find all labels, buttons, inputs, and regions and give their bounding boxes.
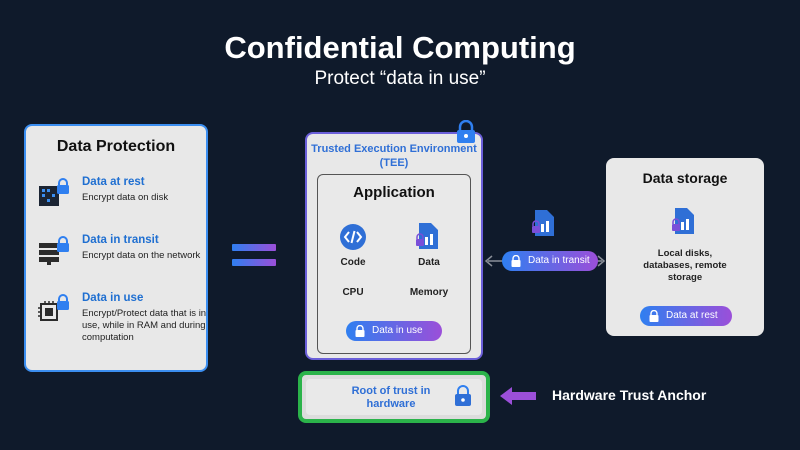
root-of-trust-box: Root of trust in hardware bbox=[298, 371, 490, 423]
tee-heading: Trusted Execution Environment (TEE) bbox=[311, 143, 477, 169]
data-in-transit-pill-label: Data in transit bbox=[528, 255, 590, 266]
data-in-use-title: Data in use bbox=[82, 292, 144, 304]
data-protection-panel: Data Protection Data at rest Encrypt dat… bbox=[24, 124, 208, 372]
root-of-trust-label: Root of trust in hardware bbox=[351, 385, 431, 410]
data-at-rest-title: Data at rest bbox=[82, 176, 145, 188]
memory-label: Memory bbox=[409, 287, 449, 298]
tee-panel: Trusted Execution Environment (TEE) Appl… bbox=[305, 120, 483, 360]
code-label: Code bbox=[340, 257, 366, 268]
data-storage-heading: Data storage bbox=[642, 170, 728, 186]
root-of-trust-inner: Root of trust in hardware bbox=[306, 379, 482, 415]
lock-icon bbox=[457, 120, 475, 143]
data-protection-heading: Data Protection bbox=[56, 138, 176, 155]
data-in-use-pill: Data in use bbox=[346, 321, 442, 341]
data-label: Data bbox=[418, 257, 440, 268]
data-at-rest-desc: Encrypt data on disk bbox=[82, 192, 169, 203]
lock-icon bbox=[649, 310, 659, 322]
disk-lock-icon bbox=[39, 178, 69, 206]
lock-icon bbox=[355, 325, 365, 337]
hardware-trust-anchor-label: Hardware Trust Anchor bbox=[552, 387, 707, 403]
data-storage-panel: Data storage Local disks, databases, rem… bbox=[606, 158, 764, 336]
data-in-transit-title: Data in transit bbox=[82, 234, 159, 246]
data-at-rest-pill: Data at rest bbox=[640, 306, 732, 326]
lock-icon bbox=[455, 385, 471, 406]
lock-icon bbox=[511, 255, 521, 267]
chip-lock-icon bbox=[38, 294, 69, 321]
data-storage-desc: Local disks, databases, remote storage bbox=[643, 248, 727, 283]
code-icon bbox=[340, 224, 366, 250]
storage-data-file-icon bbox=[672, 208, 694, 234]
data-in-transit-pill: Data in transit bbox=[502, 251, 598, 271]
data-in-transit-desc: Encrypt data on the network bbox=[82, 250, 201, 261]
application-heading: Application bbox=[353, 184, 435, 201]
equals-sign-bottom-bar bbox=[232, 259, 276, 266]
page-subtitle: Protect “data in use” bbox=[314, 68, 486, 89]
application-box: Application Code Data CPU Memory Data in… bbox=[317, 174, 471, 354]
hardware-anchor-arrow bbox=[500, 387, 536, 405]
data-file-icon bbox=[416, 223, 438, 249]
server-lock-icon bbox=[39, 236, 69, 265]
transit-data-file-icon bbox=[532, 210, 554, 236]
page-title: Confidential Computing bbox=[224, 30, 576, 65]
data-at-rest-pill-label: Data at rest bbox=[666, 310, 718, 321]
cpu-label: CPU bbox=[342, 287, 364, 298]
data-in-use-desc: Encrypt/Protect data that is in use, whi… bbox=[82, 308, 207, 343]
equals-sign-top-bar bbox=[232, 244, 276, 251]
data-in-use-pill-label: Data in use bbox=[372, 325, 423, 336]
